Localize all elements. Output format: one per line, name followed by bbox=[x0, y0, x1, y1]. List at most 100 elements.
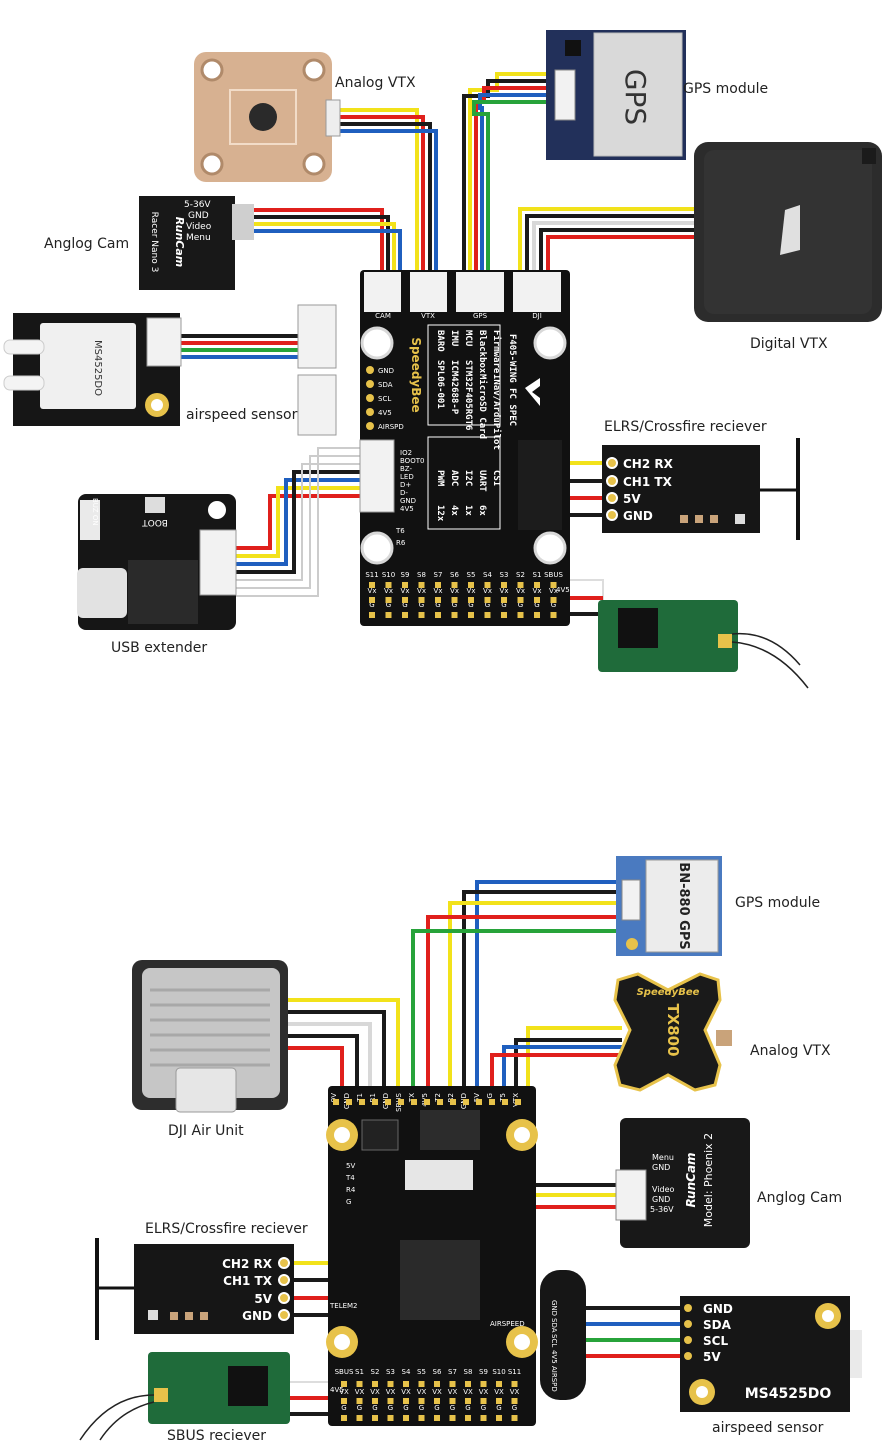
bottom-cam-pin-2: GND bbox=[652, 1163, 670, 1172]
bottom-servo-pad bbox=[496, 1398, 502, 1404]
bottom-servo-row: SBUSVXGS1VXGS2VXGS3VXGS4VXGS5VXGS6VXGS7V… bbox=[330, 1368, 521, 1421]
bottom-servo-vx: VX bbox=[339, 1388, 349, 1396]
top-pin-t6: T6 bbox=[395, 527, 405, 535]
top-i2c-gnd: GND bbox=[378, 367, 394, 375]
bottom-servo-g: G bbox=[388, 1404, 393, 1412]
label-top-analog-vtx: Analog VTX bbox=[335, 75, 416, 91]
bottom-servo-g: G bbox=[512, 1404, 517, 1412]
bottom-servo-vx: VX bbox=[417, 1388, 427, 1396]
bottom-servo-vx: VX bbox=[463, 1388, 473, 1396]
top-spec-baro-val: SPL06-001 bbox=[435, 360, 445, 409]
top-servo-label: SBUS bbox=[544, 571, 563, 579]
top-servo-g: G bbox=[435, 601, 440, 609]
bottom-servo-pad bbox=[418, 1381, 425, 1387]
bottom-servo-pad bbox=[511, 1398, 518, 1404]
bottom-servo-vx: VX bbox=[401, 1388, 411, 1396]
bottom-servo-pad bbox=[434, 1415, 440, 1421]
top-usb-wires bbox=[236, 447, 360, 597]
bottom-as-gnd: GND bbox=[703, 1302, 733, 1316]
top-servo-label: S3 bbox=[500, 571, 509, 579]
top-spec-blackbox-val: MicroSD Card bbox=[477, 374, 488, 439]
top-servo-g: G bbox=[452, 601, 457, 609]
label-bottom-airspeed: airspeed sensor bbox=[712, 1420, 824, 1436]
top-spec2-i2c-val: 1x bbox=[463, 505, 473, 516]
top-spec-imu: IMU bbox=[449, 330, 459, 346]
bottom-top-pin-pad bbox=[463, 1099, 469, 1105]
bottom-servo-pad bbox=[403, 1398, 409, 1404]
bottom-servo-g: G bbox=[403, 1404, 408, 1412]
bottom-servo-pad bbox=[496, 1415, 502, 1421]
bottom-top-pin-label: 5V bbox=[473, 1093, 481, 1102]
top-elrs-receiver: CH2 RX CH1 TX 5V GND bbox=[602, 438, 800, 540]
top-conn-gps: GPS bbox=[473, 312, 488, 320]
label-top-gps-module: GPS module bbox=[683, 81, 768, 97]
top-airspeed-connector-b bbox=[297, 374, 337, 436]
bottom-analog-vtx: SpeedyBee TX800 bbox=[613, 972, 732, 1092]
top-servo-vx: Vx bbox=[549, 587, 558, 595]
bottom-servo-pad bbox=[465, 1398, 471, 1404]
bottom-i2c-sda: SDA bbox=[550, 1318, 558, 1333]
bottom-top-pin-pad bbox=[450, 1099, 456, 1105]
label-top-usb-extender: USB extender bbox=[111, 640, 207, 656]
top-servo-pad bbox=[468, 612, 474, 618]
top-elrs-ch2rx: CH2 RX bbox=[623, 457, 674, 471]
bottom-servo-g: G bbox=[434, 1404, 439, 1412]
bottom-servo-vx: VX bbox=[479, 1388, 489, 1396]
top-servo-pad bbox=[435, 612, 441, 618]
top-servo-pad bbox=[369, 612, 375, 618]
bottom-row-4v5: 4V5 bbox=[330, 1386, 344, 1394]
top-analog-cam: RunCam Racer Nano 3 5-36V GND Video Menu bbox=[139, 196, 254, 290]
top-servo-pad bbox=[468, 597, 474, 603]
top-servo-label: S6 bbox=[450, 571, 459, 579]
bottom-cam-pin-5: 5-36V bbox=[650, 1205, 674, 1214]
top-fc-board: CAM VTX GPS DJI SpeedyBee F405-WING FC S… bbox=[359, 270, 570, 626]
top-conn-cam: CAM bbox=[375, 312, 391, 320]
top-servo-pad bbox=[451, 582, 458, 588]
top-airspeed-wires bbox=[180, 334, 300, 359]
bottom-servo-vx: VX bbox=[370, 1388, 380, 1396]
bottom-side-r4: R4 bbox=[346, 1186, 356, 1194]
top-servo-label: S8 bbox=[417, 571, 426, 579]
bottom-as-sda: SDA bbox=[703, 1318, 732, 1332]
bottom-servo-vx: VX bbox=[432, 1388, 442, 1396]
bottom-servo-label: S3 bbox=[386, 1368, 395, 1376]
bottom-servo-g: G bbox=[496, 1404, 501, 1412]
top-gps-chip-text: GPS bbox=[619, 69, 652, 125]
top-board-title: F405-WING FC SPEC bbox=[507, 334, 517, 426]
bottom-elrs-ch2rx: CH2 RX bbox=[222, 1257, 273, 1271]
label-top-airspeed: airspeed sensor bbox=[186, 407, 298, 423]
top-spec-baro: BARO bbox=[435, 330, 445, 352]
top-servo-pad bbox=[484, 597, 491, 603]
top-servo-pad bbox=[501, 597, 507, 603]
top-servo-vx: Vx bbox=[401, 587, 410, 595]
top-servo-pad bbox=[501, 582, 507, 588]
top-usbpin-led: LED bbox=[400, 473, 414, 481]
top-servo-vx: Vx bbox=[384, 587, 393, 595]
label-bottom-analog-cam: Anglog Cam bbox=[757, 1190, 842, 1206]
top-spec2-pwm-val: 12x bbox=[435, 505, 445, 522]
top-servo-g: G bbox=[534, 601, 539, 609]
top-servo-g: G bbox=[369, 601, 374, 609]
bottom-servo-label: S4 bbox=[402, 1368, 411, 1376]
top-servo-pad bbox=[418, 582, 425, 588]
top-spec-imu-val: ICM42688-P bbox=[449, 360, 459, 415]
top-elrs-5v: 5V bbox=[623, 492, 641, 506]
bottom-top-pin-pad bbox=[476, 1099, 482, 1105]
top-board-brand: SpeedyBee bbox=[409, 337, 423, 412]
bottom-i2c-gnd: GND bbox=[550, 1300, 558, 1316]
bottom-top-pin-pad bbox=[515, 1099, 521, 1105]
bottom-cam-pin-1: Menu bbox=[652, 1153, 674, 1162]
top-spec-mcu-val: STM32F405RGT6 bbox=[463, 360, 473, 430]
bottom-gps-chip-text: BN-880 GPS bbox=[676, 862, 691, 949]
bottom-servo-g: G bbox=[357, 1404, 362, 1412]
top-spec2-uart-val: 6x bbox=[477, 505, 487, 516]
top-servo-label: S5 bbox=[467, 571, 476, 579]
top-usb-boot: BOOT bbox=[142, 517, 168, 527]
top-servo-pad bbox=[484, 582, 491, 588]
top-spec-mcu: MCU bbox=[463, 330, 473, 346]
bottom-servo-pad bbox=[449, 1415, 456, 1421]
bottom-top-pin-label: 9V bbox=[330, 1093, 338, 1102]
bottom-servo-pad bbox=[449, 1398, 456, 1404]
top-servo-pad bbox=[402, 582, 408, 588]
top-spec2-uart: UART bbox=[477, 470, 487, 492]
